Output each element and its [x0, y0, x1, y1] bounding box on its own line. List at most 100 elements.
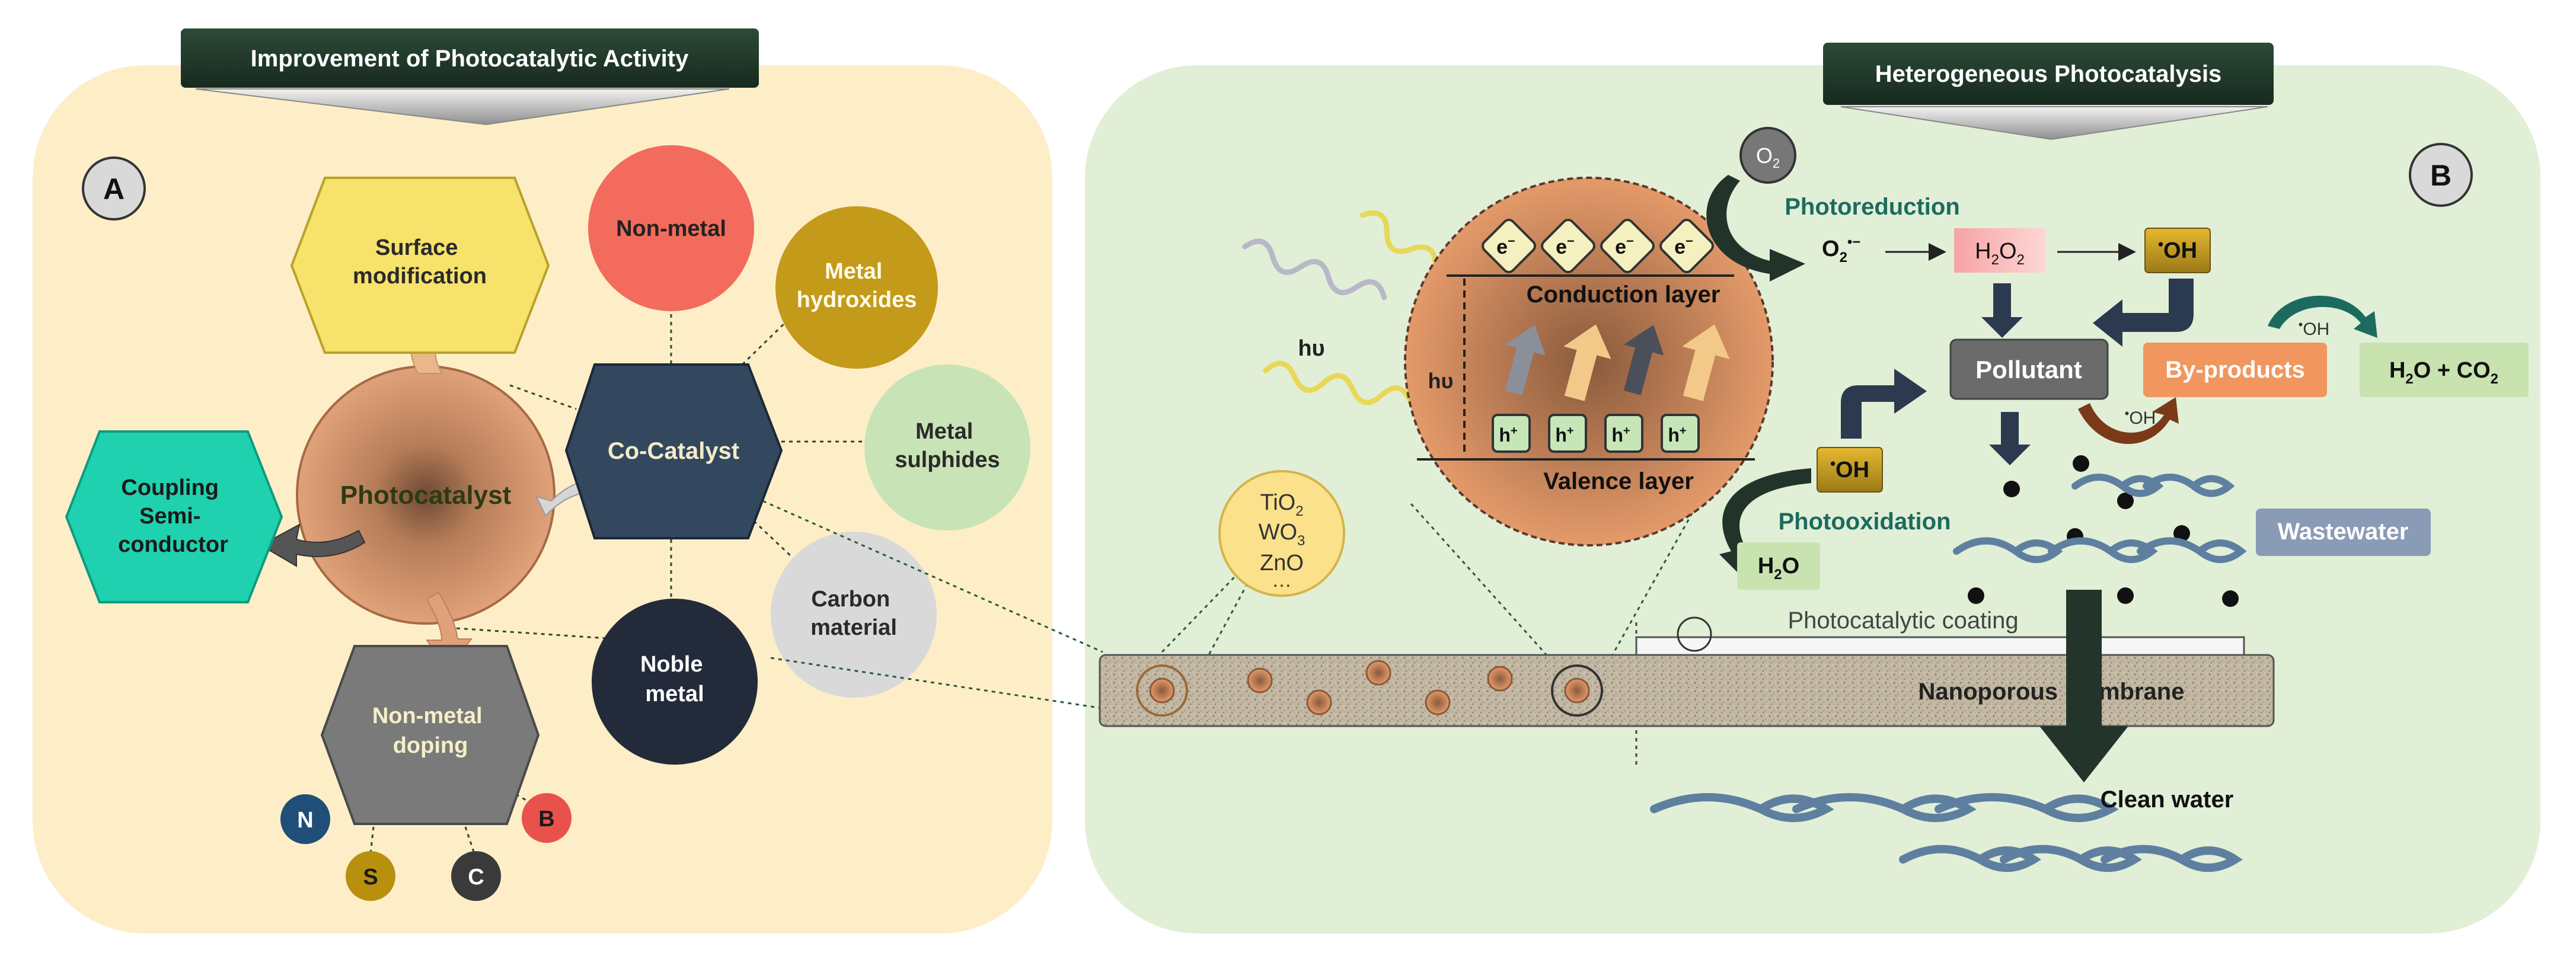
panel-b-label: B [2430, 159, 2451, 192]
electrons: e− e− e− e− [1482, 219, 1714, 273]
panel-b-label-circle [2409, 143, 2473, 207]
svg-text:e−: e− [1615, 234, 1634, 258]
photooxidation-label: Photooxidation [1778, 509, 1951, 535]
svg-text:e−: e− [1556, 234, 1575, 258]
noble-metal-node [592, 599, 758, 765]
dopant-n-label: N [297, 808, 313, 833]
clean-water-label: Clean water [2101, 787, 2234, 813]
panel-a-label-circle [82, 156, 146, 220]
dopant-s [346, 851, 395, 901]
svg-text:e−: e− [1674, 234, 1693, 258]
hydroxyl-final-label: •OH [2299, 317, 2330, 339]
hydroxyl-top-box [2144, 228, 2211, 273]
photooxidation-to-pollutant-arrow [1841, 369, 1927, 439]
wastewater-dots [1968, 455, 2239, 607]
metal-hydroxides-node [775, 206, 938, 369]
svg-text:h+: h+ [1499, 424, 1517, 446]
h2o2-to-pollutant-arrow [1981, 283, 2023, 338]
svg-text:h+: h+ [1555, 424, 1573, 446]
dopant-c [451, 851, 501, 901]
metal-hydroxides-label: Metal hydroxides [797, 259, 917, 312]
dopant-n [280, 794, 330, 844]
h2o-co2-label: H2O + CO2 [2389, 358, 2498, 387]
surface-modification-node [290, 177, 550, 354]
photoreduction-arrow [1706, 175, 1805, 282]
excitation-arrows [1505, 324, 1730, 401]
non-metal-label: Non-metal [616, 216, 726, 241]
panel-a-label: A [103, 172, 125, 206]
pollutant-box [1949, 338, 2109, 400]
noble-metal-label: Noble metal [640, 652, 709, 707]
carbon-material-label: Carbon material [810, 587, 897, 640]
water-label: H2O [1758, 554, 1799, 583]
clean-water-waves [1650, 793, 2243, 872]
oxide-wo3: WO3 [1259, 520, 1305, 549]
svg-text:e−: e− [1496, 234, 1515, 258]
hydroxyl-bottom-label: •OH [1830, 455, 1869, 482]
non-metal-doping-node [320, 645, 540, 825]
hydroxyl-curve-label: •OH [2125, 406, 2156, 428]
membrane-label: Nanoporous membrane [1919, 679, 2185, 705]
coating-label: Photocatalytic coating [1787, 608, 2018, 634]
byproducts-label: By-products [2165, 357, 2305, 383]
panel-b-funnel [1840, 106, 2268, 140]
wastewater-waves [1953, 474, 2247, 563]
oxide-more: … [1272, 569, 1292, 592]
valence-layer-label: Valence layer [1543, 468, 1694, 494]
dopant-s-label: S [363, 865, 378, 890]
oxides-circle [1218, 470, 1345, 597]
holes: h+ h+ h+ h+ [1492, 414, 1700, 453]
superoxide-label: O2•− [1822, 234, 1860, 266]
light-label-outer: hυ [1298, 336, 1324, 361]
h2o2-label: H2O2 [1975, 239, 2025, 268]
panel-a-banner [181, 28, 759, 88]
light-label-inner: hυ [1428, 369, 1454, 393]
panel-a-title: Improvement of Photocatalytic Activity [251, 46, 689, 72]
pollutant-label: Pollutant [1975, 356, 2082, 383]
pollutant-to-byproducts-arrow [2078, 397, 2179, 445]
surface-modification-label: Surface modification [353, 235, 487, 289]
clean-water-arrow [2039, 590, 2128, 782]
metal-sulphides-label: Metal sulphides [895, 419, 1000, 472]
coupling-semiconductor-label: Coupling Semi- conductor [118, 475, 228, 557]
photoreduction-label: Photoreduction [1785, 194, 1960, 220]
hydroxyl-top-label: •OH [2158, 235, 2197, 263]
svg-text:h+: h+ [1668, 424, 1686, 446]
o2-label: O2 [1756, 143, 1780, 171]
byproducts-to-final-arrow [2268, 295, 2377, 338]
svg-text:h+: h+ [1611, 424, 1630, 446]
photocatalyst-label: Photocatalyst [340, 481, 512, 510]
metal-sulphides-node [864, 365, 1030, 530]
non-metal-node [588, 145, 754, 311]
carbon-material-node [771, 532, 937, 698]
pollutant-down-arrow [1989, 412, 2031, 465]
hydroxyl-bottom-box [1817, 447, 1883, 493]
h2o2-box [1954, 228, 2046, 273]
oh-to-pollutant-arrow [2093, 279, 2194, 347]
non-metal-doping-label: Non-metal doping [372, 704, 489, 758]
coupling-semiconductor-node [65, 430, 283, 603]
wastewater-box [2256, 509, 2431, 556]
dopant-b [522, 793, 572, 843]
dopant-b-label: B [538, 807, 554, 832]
wastewater-label: Wastewater [2278, 519, 2409, 545]
o2-circle [1739, 127, 1796, 184]
dopant-c-label: C [468, 865, 484, 890]
co-catalyst-node [564, 363, 783, 539]
photocatalytic-coating [1635, 636, 2245, 656]
nanoporous-membrane [1099, 654, 2275, 727]
panel-b-banner [1823, 43, 2274, 105]
byproducts-box [2143, 343, 2327, 397]
oxide-tio2: TiO2 [1260, 490, 1303, 519]
oxide-zno: ZnO [1260, 551, 1304, 576]
conduction-layer-label: Conduction layer [1527, 282, 1720, 308]
membrane-particles [1136, 616, 1712, 717]
arrow-to-coupling [259, 523, 366, 567]
water-box [1737, 542, 1820, 590]
panel-b-title: Heterogeneous Photocatalysis [1875, 61, 2222, 87]
panel-a-funnel [195, 88, 730, 126]
arrow-from-cocatalyst [535, 479, 588, 517]
h2o-co2-box [2360, 343, 2529, 397]
co-catalyst-label: Co-Catalyst [608, 438, 739, 464]
